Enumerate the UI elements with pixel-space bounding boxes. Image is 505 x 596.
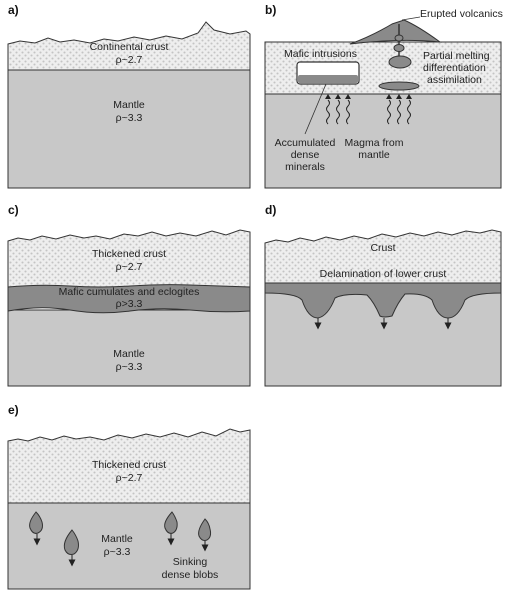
panel-e-mantle bbox=[7, 502, 251, 590]
panel-e-crust bbox=[7, 428, 251, 504]
panel-b-magma-chamber-small bbox=[394, 34, 404, 42]
panel-b-dense-minerals bbox=[298, 75, 358, 83]
dense-blob bbox=[29, 511, 43, 534]
panel-b-accumulated-3: minerals bbox=[285, 161, 325, 173]
panel-b-label: b) bbox=[265, 3, 276, 17]
panel-e-label: e) bbox=[8, 403, 19, 417]
panel-e-blobs-1: Sinking bbox=[173, 556, 208, 568]
panel-a-crust-density: ρ~2.7 bbox=[116, 54, 143, 66]
panel-b-volcano bbox=[349, 19, 442, 45]
panel-b-magma-chamber-mid bbox=[393, 44, 405, 52]
panel-c-mantle-label: Mantle bbox=[113, 348, 145, 360]
panel-d: d) Crust Delamination of lower crust bbox=[264, 203, 502, 387]
panel-a: a) Continental crust ρ~2.7 Mantle ρ~3.3 bbox=[7, 3, 251, 189]
panel-d-delaminated-layer bbox=[264, 282, 502, 319]
panel-a-crust bbox=[7, 21, 251, 71]
panel-e-crust-label: Thickened crust bbox=[92, 459, 166, 471]
panel-c: c) Thickened crust ρ~2.7 Mafic cumulates… bbox=[7, 203, 251, 387]
panel-b-assimilation: assimilation bbox=[427, 74, 482, 86]
panel-c-crust-label: Thickened crust bbox=[92, 248, 166, 260]
panel-c-mantle-density: ρ~3.3 bbox=[116, 361, 143, 373]
panel-c-layer-density: ρ>3.3 bbox=[116, 298, 143, 310]
panel-d-crust-label: Crust bbox=[370, 242, 395, 254]
panel-e: e) Thickened crust ρ~2.7 Mantle ρ~3.3 Si… bbox=[7, 403, 251, 590]
panel-a-mantle bbox=[7, 69, 251, 189]
panel-b-mantle bbox=[264, 93, 502, 189]
dense-blob bbox=[198, 518, 212, 541]
panel-c-layer-label: Mafic cumulates and eclogites bbox=[59, 286, 200, 298]
panel-c-mantle bbox=[7, 309, 251, 387]
panel-a-mantle-density: ρ~3.3 bbox=[116, 112, 143, 124]
panel-c-label: c) bbox=[8, 203, 19, 217]
panel-b-partial-melting: Partial melting bbox=[423, 50, 490, 62]
panel-d-label: d) bbox=[265, 203, 276, 217]
panel-b-magma-chamber-deep bbox=[378, 81, 420, 91]
panel-b: b) Erupted volcanics Mafic intrusions bbox=[264, 3, 503, 189]
panel-e-crust-density: ρ~2.7 bbox=[116, 472, 143, 484]
panel-b-magma-1: Magma from bbox=[345, 137, 404, 149]
panel-d-sinking-arrows bbox=[314, 318, 452, 330]
panel-b-mafic-label: Mafic intrusions bbox=[284, 48, 357, 60]
panel-e-dense-blobs bbox=[29, 511, 212, 567]
panel-d-crust bbox=[264, 229, 502, 284]
panel-a-label: a) bbox=[8, 3, 19, 17]
panel-c-crust bbox=[7, 229, 251, 288]
dense-blob bbox=[63, 529, 79, 555]
panel-b-magma-chamber bbox=[388, 55, 412, 69]
panel-d-delamination-label: Delamination of lower crust bbox=[320, 268, 447, 280]
panel-b-accumulated-1: Accumulated bbox=[275, 137, 336, 149]
panel-a-mantle-label: Mantle bbox=[113, 99, 145, 111]
panel-c-crust-density: ρ~2.7 bbox=[116, 261, 143, 273]
panel-b-differentiation: differentiation bbox=[423, 62, 486, 74]
dense-blob bbox=[164, 511, 178, 534]
panel-b-erupted-label: Erupted volcanics bbox=[420, 8, 503, 20]
panel-b-accumulated-2: dense bbox=[291, 149, 320, 161]
panel-a-crust-label: Continental crust bbox=[90, 41, 169, 53]
panel-e-mantle-label: Mantle bbox=[101, 533, 133, 545]
panel-e-mantle-density: ρ~3.3 bbox=[104, 546, 131, 558]
panel-e-blobs-2: dense blobs bbox=[162, 569, 219, 581]
panel-b-magma-2: mantle bbox=[358, 149, 390, 161]
panel-c-mafic-layer bbox=[7, 284, 251, 314]
